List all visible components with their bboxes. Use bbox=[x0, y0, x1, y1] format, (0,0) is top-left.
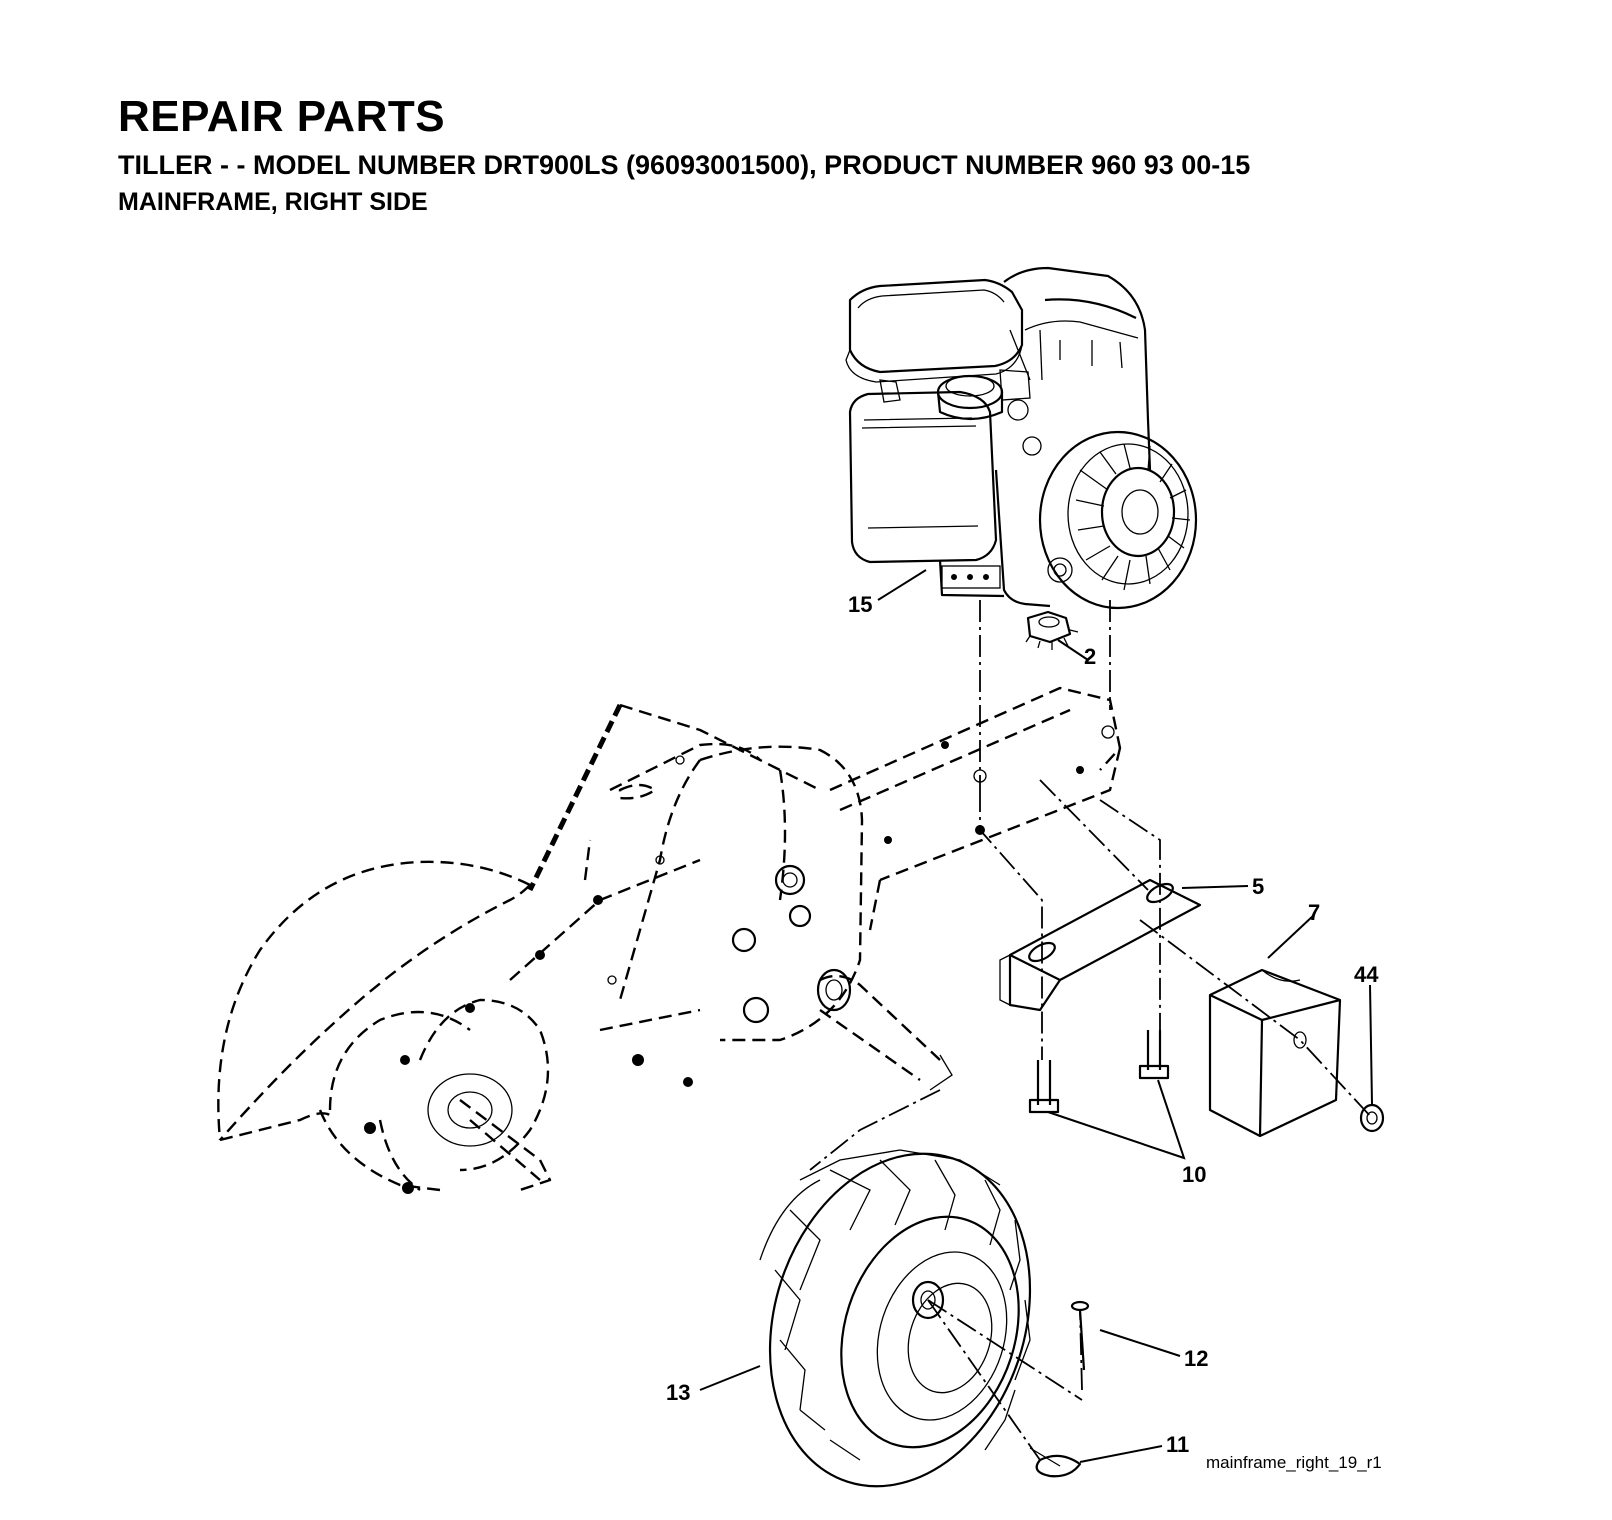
callout-5: 5 bbox=[1252, 874, 1264, 899]
callout-12: 12 bbox=[1184, 1346, 1208, 1371]
drawing-reference: mainframe_right_19_r1 bbox=[1206, 1453, 1382, 1472]
washer-drawing bbox=[1359, 1103, 1385, 1133]
pins-drawing bbox=[1029, 1300, 1090, 1478]
callout-15: 15 bbox=[848, 592, 872, 617]
callout-10: 10 bbox=[1182, 1162, 1206, 1187]
wheel-drawing bbox=[759, 1149, 1032, 1488]
page-title: REPAIR PARTS bbox=[118, 92, 446, 141]
callout-7: 7 bbox=[1308, 900, 1320, 925]
weight-block-drawing bbox=[1208, 968, 1342, 1138]
section-title: MAINFRAME, RIGHT SIDE bbox=[118, 188, 428, 216]
model-subtitle: TILLER - - MODEL NUMBER DRT900LS (960930… bbox=[118, 150, 1251, 180]
callout-44: 44 bbox=[1354, 962, 1379, 987]
callout-13: 13 bbox=[666, 1380, 690, 1405]
assembly-lines bbox=[809, 600, 1373, 1461]
bolts-drawing bbox=[1028, 1030, 1170, 1114]
bracket-drawing bbox=[999, 878, 1202, 1012]
mainframe-dashed-outline bbox=[217, 686, 1122, 1194]
flange-nut-drawing bbox=[1025, 610, 1079, 650]
callout-2: 2 bbox=[1084, 644, 1096, 669]
callout-11: 11 bbox=[1166, 1432, 1189, 1457]
engine-drawing bbox=[845, 266, 1198, 610]
callout-leaders bbox=[699, 569, 1373, 1463]
